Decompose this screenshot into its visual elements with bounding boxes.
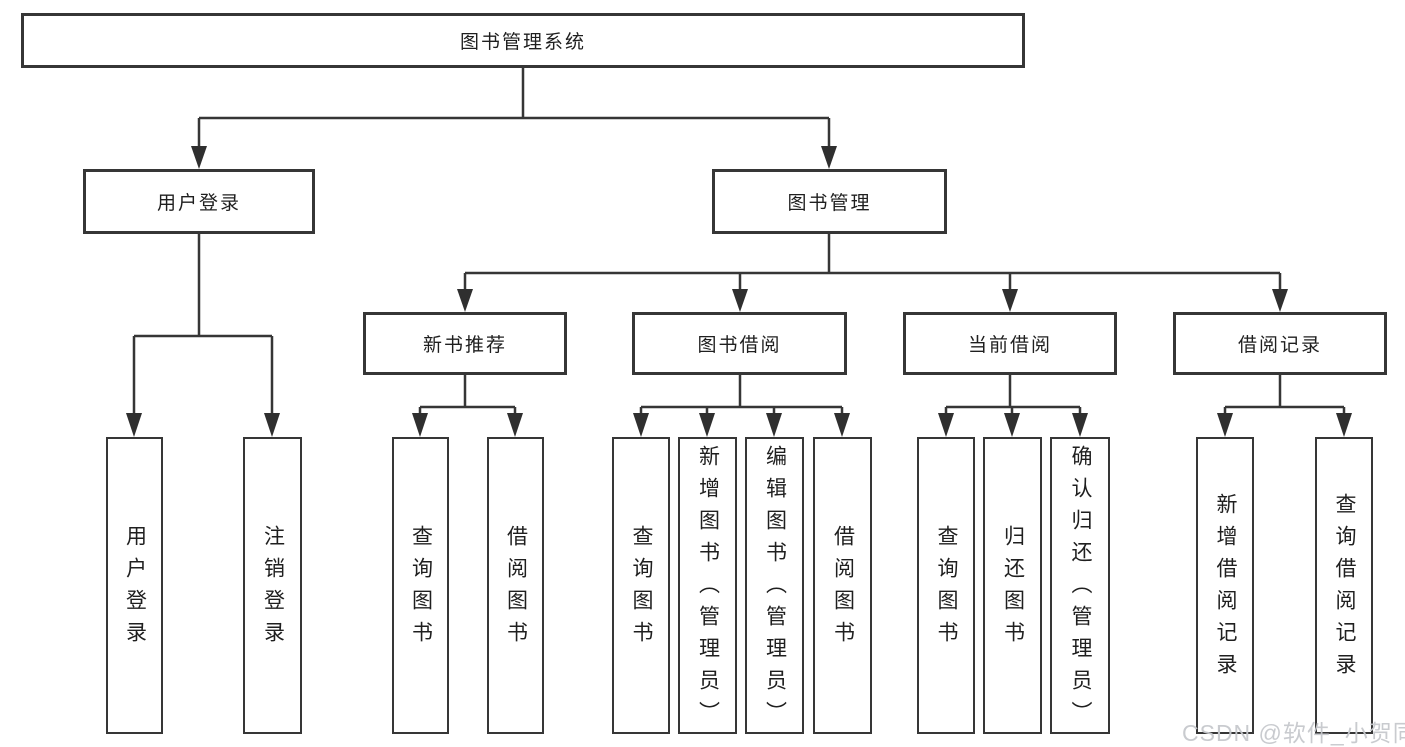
leaf-confirm-return-admin: 确认归还（管理员） — [1050, 437, 1110, 734]
node-library-management-system: 图书管理系统 — [21, 13, 1025, 68]
node-current-borrowing: 当前借阅 — [903, 312, 1117, 375]
connector-strokes — [132, 68, 1346, 416]
node-book-borrowing: 图书借阅 — [632, 312, 847, 375]
node-new-book-recommendation: 新书推荐 — [363, 312, 567, 375]
csdn-watermark: CSDN @软件_小贺同学 — [1182, 720, 1405, 746]
leaf-add-borrow-record: 新增借阅记录 — [1196, 437, 1254, 734]
node-user-login: 用户登录 — [83, 169, 315, 234]
leaf-edit-book-admin: 编辑图书（管理员） — [745, 437, 804, 734]
leaf-query-borrow-record: 查询借阅记录 — [1315, 437, 1373, 734]
node-borrowing-records: 借阅记录 — [1173, 312, 1387, 375]
leaf-borrow-books-borrowing: 借阅图书 — [813, 437, 872, 734]
node-book-management: 图书管理 — [712, 169, 947, 234]
leaf-logout: 注销登录 — [243, 437, 302, 734]
leaf-borrow-books-recommend: 借阅图书 — [487, 437, 544, 734]
leaf-query-books-borrowing: 查询图书 — [612, 437, 670, 734]
leaf-return-books: 归还图书 — [983, 437, 1042, 734]
leaf-query-books-recommend: 查询图书 — [392, 437, 449, 734]
leaf-user-login: 用户登录 — [106, 437, 163, 734]
leaf-add-book-admin: 新增图书（管理员） — [678, 437, 737, 734]
leaf-query-books-current: 查询图书 — [917, 437, 975, 734]
arrowheads — [126, 146, 1352, 437]
